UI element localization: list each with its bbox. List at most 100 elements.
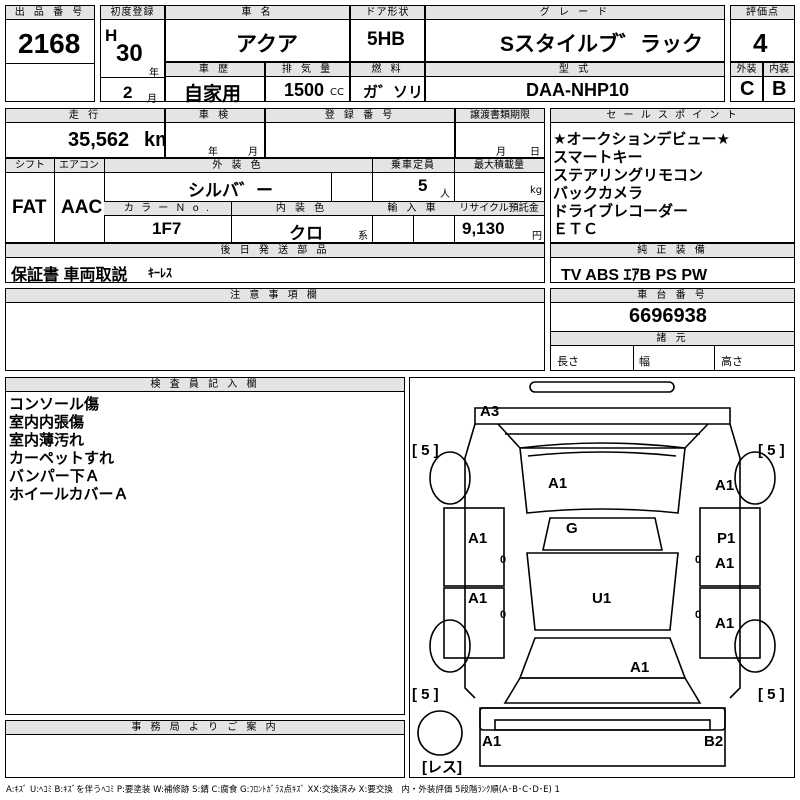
damage-mark: A1 xyxy=(630,659,649,676)
cc-unit: CC xyxy=(330,87,344,98)
damage-mark: A1 xyxy=(482,733,501,750)
panel-zero: 0 xyxy=(695,554,701,566)
mileage-cell: 走 行 35,562 km xyxy=(5,108,173,158)
recycle-label: リサイクル預託金 xyxy=(454,201,544,216)
panel-zero: 0 xyxy=(500,554,506,566)
interior-grade: B xyxy=(772,78,787,100)
tire-depth: [ 5 ] xyxy=(758,686,785,703)
shift-value: FAT xyxy=(12,197,47,218)
chassis-number: 6696938 xyxy=(629,305,707,327)
car-name-label: 車 名 xyxy=(166,6,349,20)
spec-label: 諸 元 xyxy=(551,331,794,346)
sales-points-label: セ ー ル ス ポ イ ン ト xyxy=(551,109,794,123)
seats: 5 xyxy=(418,176,428,195)
length-label: 長さ xyxy=(557,355,579,368)
fuel-cell: 燃 料 ガ゛ソリン xyxy=(350,62,438,102)
damage-mark: A1 xyxy=(715,555,734,572)
damage-mark: A3 xyxy=(480,403,499,420)
exterior-color-label: 外 装 色 xyxy=(104,159,372,173)
year-unit: 年 xyxy=(149,68,159,79)
aircon-label: エアコン xyxy=(54,159,104,173)
sales-point-item: ★オークションデビュー★ xyxy=(553,130,730,148)
inspector-note: カーペットすれ xyxy=(9,449,115,467)
model-code: DAA-NHP10 xyxy=(526,80,630,100)
damage-mark: A1 xyxy=(468,590,487,607)
inspection-label: 車 検 xyxy=(166,109,264,123)
first-registration-label: 初度登録 xyxy=(101,6,164,20)
damage-mark: A1 xyxy=(715,477,734,494)
exterior-grade-cell: 外装 C xyxy=(730,62,763,102)
interior-color-label: 内 装 色 xyxy=(231,201,372,216)
transfer-month-unit: 月 xyxy=(496,147,506,158)
lot-number-label: 出 品 番 号 xyxy=(6,6,94,20)
import-label: 輸 入 車 xyxy=(372,201,454,216)
recycle-unit: 円 xyxy=(532,231,542,242)
office-label: 事 務 局 よ り ご 案 内 xyxy=(6,721,404,735)
plate-cell: 登 録 番 号 xyxy=(265,108,455,158)
damage-mark: B2 xyxy=(704,733,723,750)
door-type-cell: ドア形状 5HB xyxy=(350,5,425,62)
displacement-label: 排 気 量 xyxy=(266,63,349,77)
score-cell: 評価点 4 xyxy=(730,5,795,62)
transfer-deadline-label: 譲渡書類期限 xyxy=(456,109,544,123)
plate-label: 登 録 番 号 xyxy=(266,109,454,123)
month-unit: 月 xyxy=(147,94,157,105)
sales-point-item: ステアリングリモコン xyxy=(553,166,704,184)
seats-label: 乗車定員 xyxy=(372,159,454,173)
equipment-value: TV ABS ｴｱB PS PW xyxy=(561,267,708,284)
sales-points-cell: セ ー ル ス ポ イ ン ト ★オークションデビュー★ スマートキー ステアリ… xyxy=(550,108,795,243)
notes-label: 注 意 事 項 欄 xyxy=(6,289,544,303)
inspector-note: ホイールカバーＡ xyxy=(9,485,129,503)
fuel: ガ゛ソリン xyxy=(363,84,439,101)
tire-depth: [ 5 ] xyxy=(412,442,439,459)
fuel-label: 燃 料 xyxy=(351,63,424,77)
inspector-note: 室内内張傷 xyxy=(9,413,85,431)
era: H xyxy=(105,26,118,45)
model-cell: 型 式 DAA-NHP10 xyxy=(425,62,725,102)
damage-mark: A1 xyxy=(468,530,487,547)
later-parts-label: 後 日 発 送 部 品 xyxy=(6,244,544,258)
interior-grade-label: 内装 xyxy=(764,63,794,77)
history: 自家用 xyxy=(184,84,242,105)
seats-unit: 人 xyxy=(440,189,450,200)
inspector-note: 室内薄汚れ xyxy=(9,431,85,449)
max-load-label: 最大積載量 xyxy=(454,159,544,173)
car-name-cell: 車 名 アクア xyxy=(165,5,350,62)
door-type-label: ドア形状 xyxy=(351,6,424,20)
damage-mark: P1 xyxy=(717,530,735,547)
registration-year: 30 xyxy=(116,40,143,67)
inspector-cell: 検 査 員 記 入 欄 コンソール傷 室内内張傷 室内薄汚れ カーペットすれ バ… xyxy=(5,377,405,715)
mileage-label: 走 行 xyxy=(6,109,164,123)
damage-mark: A1 xyxy=(548,475,567,492)
tire-depth: [ 5 ] xyxy=(758,442,785,459)
interior-color-unit: 系 xyxy=(358,231,368,242)
color-number: 1F7 xyxy=(152,219,182,238)
height-label: 高さ xyxy=(721,355,743,368)
grade-cell: グ レ ー ド Sスタイルブ゛ラック xyxy=(425,5,725,62)
interior-grade-cell: 内装 B xyxy=(763,62,795,102)
exterior-grade: C xyxy=(740,78,755,100)
equipment-cell: 純 正 装 備 TV ABS ｴｱB PS PW xyxy=(550,243,795,284)
lot-number: 2168 xyxy=(18,28,81,59)
transfer-deadline-cell: 譲渡書類期限 月 日 xyxy=(455,108,545,158)
load-unit: kg xyxy=(530,185,543,196)
recycle-deposit: 9,130 xyxy=(462,219,505,238)
exterior-grade-label: 外装 xyxy=(731,63,762,77)
sales-point-item: ドライブレコーダー xyxy=(553,202,689,220)
later-parts-keyless: ｷｰﾚｽ xyxy=(148,266,173,280)
displacement: 1500 xyxy=(284,80,325,100)
panel-zero: 0 xyxy=(695,609,701,621)
inspector-label: 検 査 員 記 入 欄 xyxy=(6,378,404,392)
door-type: 5HB xyxy=(367,29,406,50)
car-diagram-drawing: A3 A1 G A1 A1 U1 P1 A1 A1 A1 A1 A1 B2 [ … xyxy=(412,381,785,776)
score: 4 xyxy=(753,28,768,58)
spec-block: シフト エアコン 外 装 色 乗車定員 最大積載量 FAT AAC シルバ゛ー … xyxy=(5,158,545,243)
legend: A:ｷｽﾞ U:ﾍｺﾐ B:ｷｽﾞを伴うﾍｺﾐ P:要塗装 W:補修跡 S:錆 … xyxy=(6,785,560,795)
grade: Sスタイルブ゛ラック xyxy=(500,33,704,56)
inspection-year-unit: 年 xyxy=(208,147,218,158)
later-parts-cell: 後 日 発 送 部 品 保証書 車両取説 ｷｰﾚｽ xyxy=(5,243,545,284)
damage-mark: G xyxy=(566,520,578,537)
history-cell: 車 歴 自家用 xyxy=(165,62,265,105)
interior-color: クロ xyxy=(289,224,323,243)
registration-month: 2 xyxy=(123,83,133,102)
